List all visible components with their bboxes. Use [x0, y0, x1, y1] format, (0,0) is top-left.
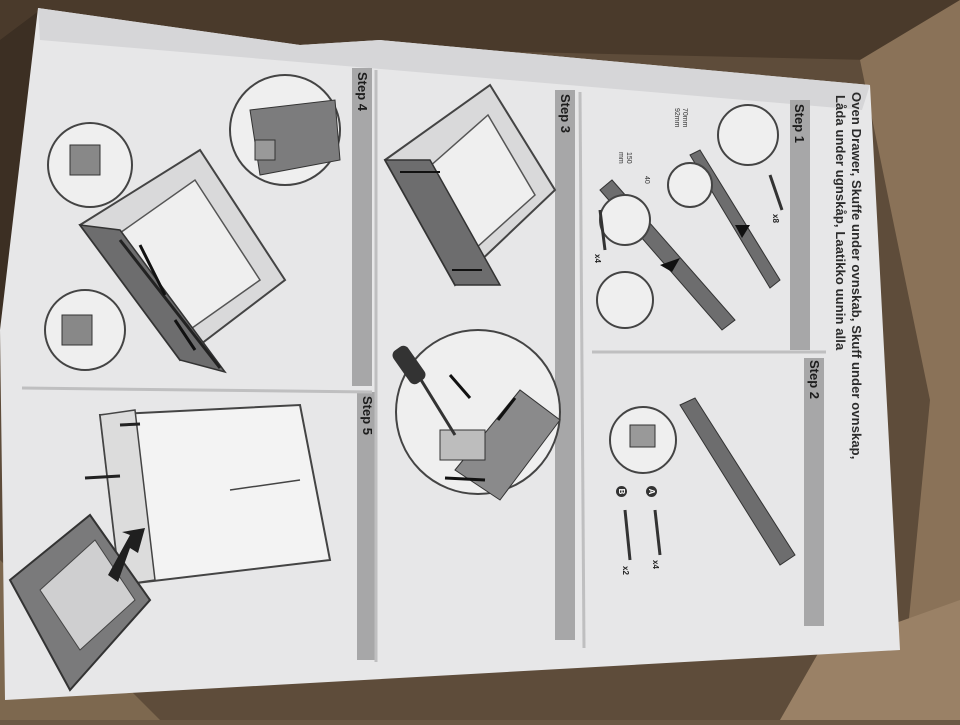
screw-a-icon	[768, 174, 784, 211]
screw-a-step2-icon	[653, 509, 662, 556]
screw-b-step2-icon	[623, 509, 632, 561]
box-bottom-right-flap	[780, 600, 960, 720]
step3-illustration	[383, 83, 561, 501]
step4-illustration	[44, 74, 341, 374]
step2-illustration	[609, 397, 796, 566]
sheet-top-curl-shadow	[38, 8, 870, 110]
divider-col2	[578, 91, 586, 649]
box-right-flap	[860, 0, 960, 720]
divider-step4-5	[21, 386, 373, 394]
step3-bar	[555, 90, 575, 640]
step4-bar	[352, 68, 372, 386]
step5-bar	[357, 392, 377, 660]
step2-bar	[804, 358, 824, 626]
step1-illustration	[596, 104, 784, 331]
step5-illustration	[8, 403, 332, 692]
screw-b-icon	[598, 209, 607, 251]
step1-bar	[790, 100, 810, 350]
